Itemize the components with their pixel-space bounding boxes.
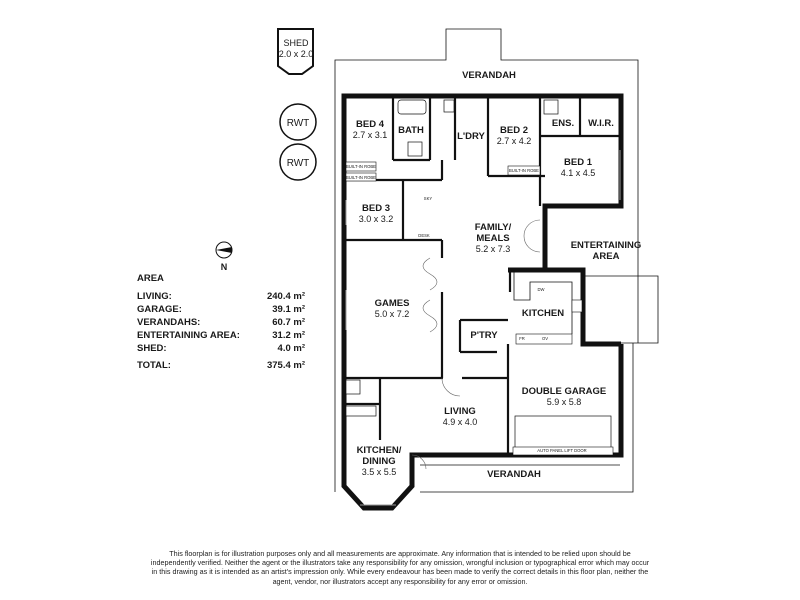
room-name: GAMES xyxy=(375,298,410,309)
room-kitchen-dining: KITCHEN/ DINING 3.5 x 5.5 xyxy=(357,445,402,477)
verandah-top-label: VERANDAH xyxy=(462,70,516,81)
room-bed1: BED 1 4.1 x 4.5 xyxy=(561,157,596,178)
room-bath: BATH xyxy=(398,125,424,136)
area-total-row: TOTAL: 375.4 m² xyxy=(137,359,305,372)
room-dims: 3.0 x 3.2 xyxy=(359,214,394,224)
area-title: AREA xyxy=(137,273,164,284)
room-dims: 2.7 x 3.1 xyxy=(353,130,388,140)
verandah-outline xyxy=(334,28,659,493)
room-name: ENTERTAINING xyxy=(571,240,642,251)
room-double-garage: DOUBLE GARAGE 5.9 x 5.8 xyxy=(522,386,606,407)
room-name: BED 1 xyxy=(564,157,593,168)
area-summary: AREA LIVING: 240.4 m² GARAGE: 39.1 m² VE… xyxy=(137,273,305,372)
room-games: GAMES 5.0 x 7.2 xyxy=(375,298,410,319)
room-name: DOUBLE GARAGE xyxy=(522,386,606,397)
shed-label: SHED xyxy=(283,38,309,48)
room-name: FAMILY/ xyxy=(475,222,512,233)
room-dims: 3.5 x 5.5 xyxy=(362,467,397,477)
compass-north-label: N xyxy=(221,262,228,272)
compass-icon: N xyxy=(215,241,233,272)
area-row-label: VERANDAHS: xyxy=(137,317,201,328)
room-name-line2: MEALS xyxy=(476,233,509,244)
area-total-value: 375.4 m² xyxy=(266,360,305,371)
verandah-bottom-label: VERANDAH xyxy=(487,469,541,480)
robe-label: BUILT-IN ROBE xyxy=(509,168,539,173)
room-entertaining: ENTERTAINING AREA xyxy=(571,240,642,262)
room-dims: 5.9 x 5.8 xyxy=(547,397,582,407)
rain-water-tank: RWT xyxy=(279,143,317,181)
fridge-label: FR xyxy=(519,336,525,341)
oven-label: OV xyxy=(542,336,548,341)
room-dims: 4.1 x 4.5 xyxy=(561,168,596,178)
room-dims: 2.7 x 4.2 xyxy=(497,136,532,146)
room-dims: 4.9 x 4.0 xyxy=(443,417,478,427)
room-bed4: BED 4 2.7 x 3.1 xyxy=(353,119,388,140)
rain-water-tank: RWT xyxy=(279,103,317,141)
room-dims: 5.0 x 7.2 xyxy=(375,309,410,319)
room-dims: 5.2 x 7.3 xyxy=(476,244,511,254)
area-row-value: 240.4 m² xyxy=(266,291,305,302)
door-swings xyxy=(411,219,541,470)
area-row-label: GARAGE: xyxy=(137,304,182,315)
disclaimer-text: This floorplan is for illustration purpo… xyxy=(150,549,650,586)
robe-label: BUILT-IN ROBE xyxy=(346,164,376,169)
room-living: LIVING 4.9 x 4.0 xyxy=(443,406,478,427)
room-family-meals: FAMILY/ MEALS 5.2 x 7.3 xyxy=(475,222,512,254)
garage-door xyxy=(512,415,614,457)
room-name: LIVING xyxy=(444,406,476,417)
shed-dims: 2.0 x 2.0 xyxy=(279,49,314,59)
area-row: ENTERTAINING AREA: 31.2 m² xyxy=(137,329,305,342)
bathroom-fixtures xyxy=(345,99,559,417)
room-pantry: P'TRY xyxy=(470,330,498,341)
room-laundry: L'DRY xyxy=(457,131,485,142)
built-in-robe xyxy=(345,161,541,182)
area-row: VERANDAHS: 60.7 m² xyxy=(137,316,305,329)
area-row-value: 4.0 m² xyxy=(277,343,305,354)
desk-label: DESK xyxy=(418,233,430,238)
room-bed2: BED 2 2.7 x 4.2 xyxy=(497,125,532,146)
room-name-line2: DINING xyxy=(362,456,395,467)
robe-label: BUILT-IN ROBE xyxy=(346,175,376,180)
room-name-line2: AREA xyxy=(593,251,620,262)
sky-label: SKY xyxy=(424,196,433,201)
room-name: KITCHEN/ xyxy=(357,445,402,456)
kitchen-bench xyxy=(513,270,583,345)
room-ensuite: ENS. xyxy=(552,118,574,129)
area-row-label: ENTERTAINING AREA: xyxy=(137,330,240,341)
area-row-value: 39.1 m² xyxy=(272,304,305,315)
garage-door-label: AUTO PANEL LIFT DOOR xyxy=(537,448,586,453)
area-row-value: 31.2 m² xyxy=(272,330,305,341)
tank-label: RWT xyxy=(287,158,310,169)
area-row: LIVING: 240.4 m² xyxy=(137,290,305,303)
shed: SHED 2.0 x 2.0 xyxy=(277,28,314,75)
room-name: BED 2 xyxy=(500,125,528,136)
windows xyxy=(345,150,621,506)
dishwasher-label: DW xyxy=(538,287,545,292)
room-name: BED 4 xyxy=(356,119,385,130)
area-row-value: 60.7 m² xyxy=(272,317,305,328)
area-total-label: TOTAL: xyxy=(137,360,171,371)
room-wir: W.I.R. xyxy=(588,118,614,129)
area-row-label: LIVING: xyxy=(137,291,172,302)
area-row: SHED: 4.0 m² xyxy=(137,342,305,355)
room-name: BED 3 xyxy=(362,203,390,214)
interior-walls xyxy=(344,96,621,455)
room-kitchen: KITCHEN xyxy=(522,308,564,319)
area-row: GARAGE: 39.1 m² xyxy=(137,303,305,316)
tank-label: RWT xyxy=(287,118,310,129)
room-bed3: BED 3 3.0 x 3.2 xyxy=(359,203,394,224)
area-row-label: SHED: xyxy=(137,343,167,354)
